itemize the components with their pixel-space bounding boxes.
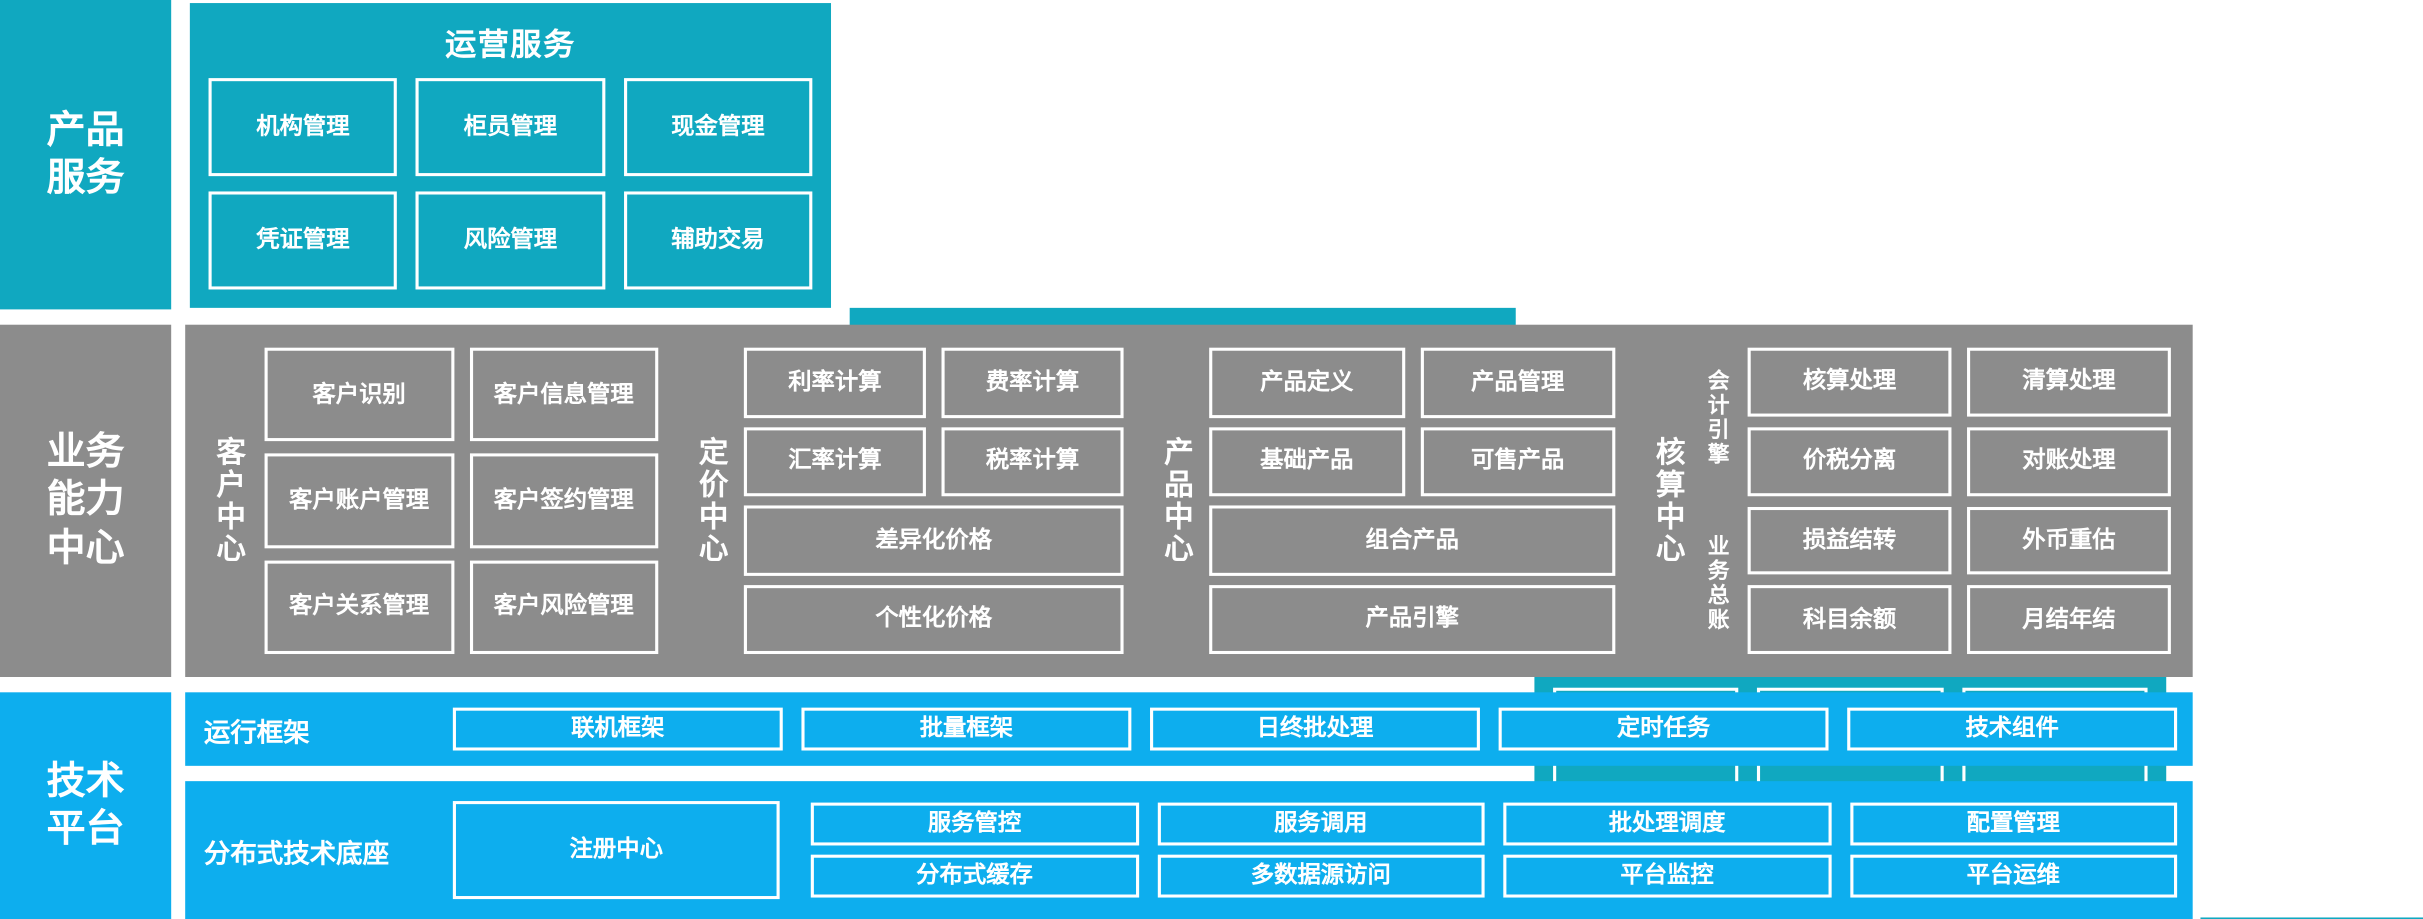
accounting-center-label: 核算中心 [1651,436,1684,566]
center-row: 科目余额 月结年结 [1747,585,2171,655]
capability-box[interactable]: 月结年结 [1967,585,2171,655]
accounting-center-body: 核算处理 清算处理 价税分离 对账处理 损益结转 外币重估 科目余额 月结年结 [1741,335,2186,666]
capability-box[interactable]: 税率计算 [941,426,1124,497]
accounting-center: 核算中心 会计引擎 业务总账 核算处理 清算处理 价税分离 对账处理 损益结转 … [1638,335,2187,667]
capability-box[interactable]: 损益结转 [1747,506,1952,575]
capability-box[interactable]: 汇率计算 [743,426,926,497]
service-box[interactable]: 凭证管理 [208,191,398,290]
tech-box[interactable]: 服务调用 [1157,802,1485,846]
center-row: 客户关系管理 客户风险管理 [264,560,659,654]
accounting-sub-labels: 会计引擎 业务总账 [1695,335,1742,666]
tech-box[interactable]: 定时任务 [1498,707,1829,751]
tech-box[interactable]: 批量框架 [801,707,1132,751]
capability-box[interactable]: 差异化价格 [743,505,1124,576]
center-row: 个性化价格 [743,584,1124,655]
pricing-center-body: 利率计算 费率计算 汇率计算 税率计算 差异化价格 个性化价格 [738,335,1139,666]
center-row: 核算处理 清算处理 [1747,347,2171,417]
capability-box[interactable]: 利率计算 [743,347,926,418]
center-row: 客户识别 客户信息管理 [264,347,659,442]
business-capability-rail-label: 业务 能力 中心 [46,430,125,570]
operation-services-items: 机构管理 柜员管理 现金管理 凭证管理 风险管理 辅助交易 [190,78,831,308]
capability-box[interactable]: 产品定义 [1209,347,1405,418]
register-center-wrap: 注册中心 [437,801,795,900]
center-row: 组合产品 [1209,505,1616,576]
distributed-base-row: 分布式技术底座 注册中心 服务管控 分布式缓存 服务调用 多数据源访问 批处理调… [185,781,2193,919]
tech-box[interactable]: 日终批处理 [1150,707,1480,751]
capability-box[interactable]: 产品管理 [1420,347,1616,418]
distributed-base-label: 分布式技术底座 [203,838,390,868]
pricing-center-label: 定价中心 [694,436,727,566]
capability-box[interactable]: 可售产品 [1420,426,1616,497]
product-center: 产品中心 产品定义 产品管理 基础产品 可售产品 组合产品 产品引擎 [1146,335,1631,667]
capability-box[interactable]: 清算处理 [1967,347,2171,417]
customer-center-label: 客户中心 [211,436,245,566]
center-row: 损益结转 外币重估 [1747,506,2171,575]
operation-services-title: 运营服务 [445,29,576,63]
capability-box[interactable]: 客户识别 [264,347,454,442]
customer-center-body: 客户识别 客户信息管理 客户账户管理 客户签约管理 客户关系管理 客户风险管理 [258,335,674,666]
capability-box[interactable]: 对账处理 [1967,426,2171,496]
capability-box[interactable]: 基础产品 [1209,426,1405,497]
center-row: 差异化价格 [743,505,1124,576]
tech-box[interactable]: 分布式缓存 [810,854,1139,898]
product-center-label: 产品中心 [1159,436,1193,566]
accounting-sub-label-ledger: 业务总账 [1706,534,1732,633]
operation-services-group: 运营服务 机构管理 柜员管理 现金管理 凭证管理 风险管理 辅助交易 [189,3,832,308]
runtime-framework-row: 运行框架 联机框架 批量框架 日终批处理 定时任务 技术组件 [185,692,2193,766]
tech-platform-rail-label: 技术 平台 [46,759,125,851]
tech-box[interactable]: 多数据源访问 [1157,854,1485,898]
center-row: 产品引擎 [1209,584,1616,655]
capability-box[interactable]: 客户风险管理 [469,560,659,654]
capability-box[interactable]: 外币重估 [1967,506,2171,575]
center-row: 价税分离 对账处理 [1747,426,2171,496]
tech-column: 批处理调度 平台监控 [1503,802,1831,898]
business-capability-rail: 业务 能力 中心 [0,324,172,677]
tech-column: 配置管理 平台运维 [1849,802,2178,898]
product-services-rail: 产品 服务 [0,0,172,310]
capability-box[interactable]: 客户信息管理 [469,347,659,442]
tech-column: 服务调用 多数据源访问 [1157,802,1485,898]
capability-box[interactable]: 核算处理 [1747,347,1952,417]
tech-box[interactable]: 配置管理 [1849,802,2178,846]
center-row: 利率计算 费率计算 [743,347,1124,418]
runtime-framework-label: 运行框架 [203,717,310,747]
capability-box[interactable]: 客户账户管理 [264,453,454,548]
center-row: 产品定义 产品管理 [1209,347,1616,418]
tech-column: 服务管控 分布式缓存 [810,802,1139,898]
tech-box[interactable]: 平台监控 [1503,854,1831,898]
product-center-body: 产品定义 产品管理 基础产品 可售产品 组合产品 产品引擎 [1203,335,1631,666]
tech-box[interactable]: 技术组件 [1847,707,2178,751]
parameter-platform-group: 参数平台 参数定义 界面定义 变更管理 流程管理 参数发布 参数对比 [2200,917,2423,919]
capability-box[interactable]: 费率计算 [941,347,1124,418]
tech-box[interactable]: 服务管控 [810,802,1139,846]
tech-box[interactable]: 平台运维 [1849,854,2178,898]
pricing-center: 定价中心 利率计算 费率计算 汇率计算 税率计算 差异化价格 个性化价格 [681,335,1140,667]
capability-box[interactable]: 客户签约管理 [469,453,659,548]
center-row: 基础产品 可售产品 [1209,426,1616,497]
capability-box[interactable]: 客户关系管理 [264,560,454,654]
accounting-sub-label-engine: 会计引擎 [1706,369,1732,468]
service-box[interactable]: 柜员管理 [416,78,605,177]
capability-box[interactable]: 个性化价格 [743,584,1124,655]
service-box[interactable]: 机构管理 [208,78,398,177]
capability-box[interactable]: 组合产品 [1209,505,1616,576]
capability-box[interactable]: 价税分离 [1747,426,1952,496]
runtime-framework-items: 联机框架 批量框架 日终批处理 定时任务 技术组件 [437,707,2192,751]
center-row: 客户账户管理 客户签约管理 [264,453,659,548]
distributed-base-items: 服务管控 分布式缓存 服务调用 多数据源访问 批处理调度 平台监控 配置管理 平… [795,802,2192,898]
customer-center: 客户中心 客户识别 客户信息管理 客户账户管理 客户签约管理 客户关系管理 客户… [196,335,674,667]
capability-box[interactable]: 产品引擎 [1209,584,1616,655]
product-services-rail-label: 产品 服务 [46,108,125,200]
tech-box[interactable]: 批处理调度 [1503,802,1831,846]
tech-box[interactable]: 联机框架 [452,707,783,751]
service-box[interactable]: 风险管理 [416,191,605,290]
service-box[interactable]: 现金管理 [623,78,813,177]
tech-platform-rail: 技术 平台 [0,692,172,919]
service-box[interactable]: 辅助交易 [623,191,813,290]
tech-box[interactable]: 注册中心 [452,801,780,900]
center-row: 汇率计算 税率计算 [743,426,1124,497]
capability-box[interactable]: 科目余额 [1747,585,1952,655]
